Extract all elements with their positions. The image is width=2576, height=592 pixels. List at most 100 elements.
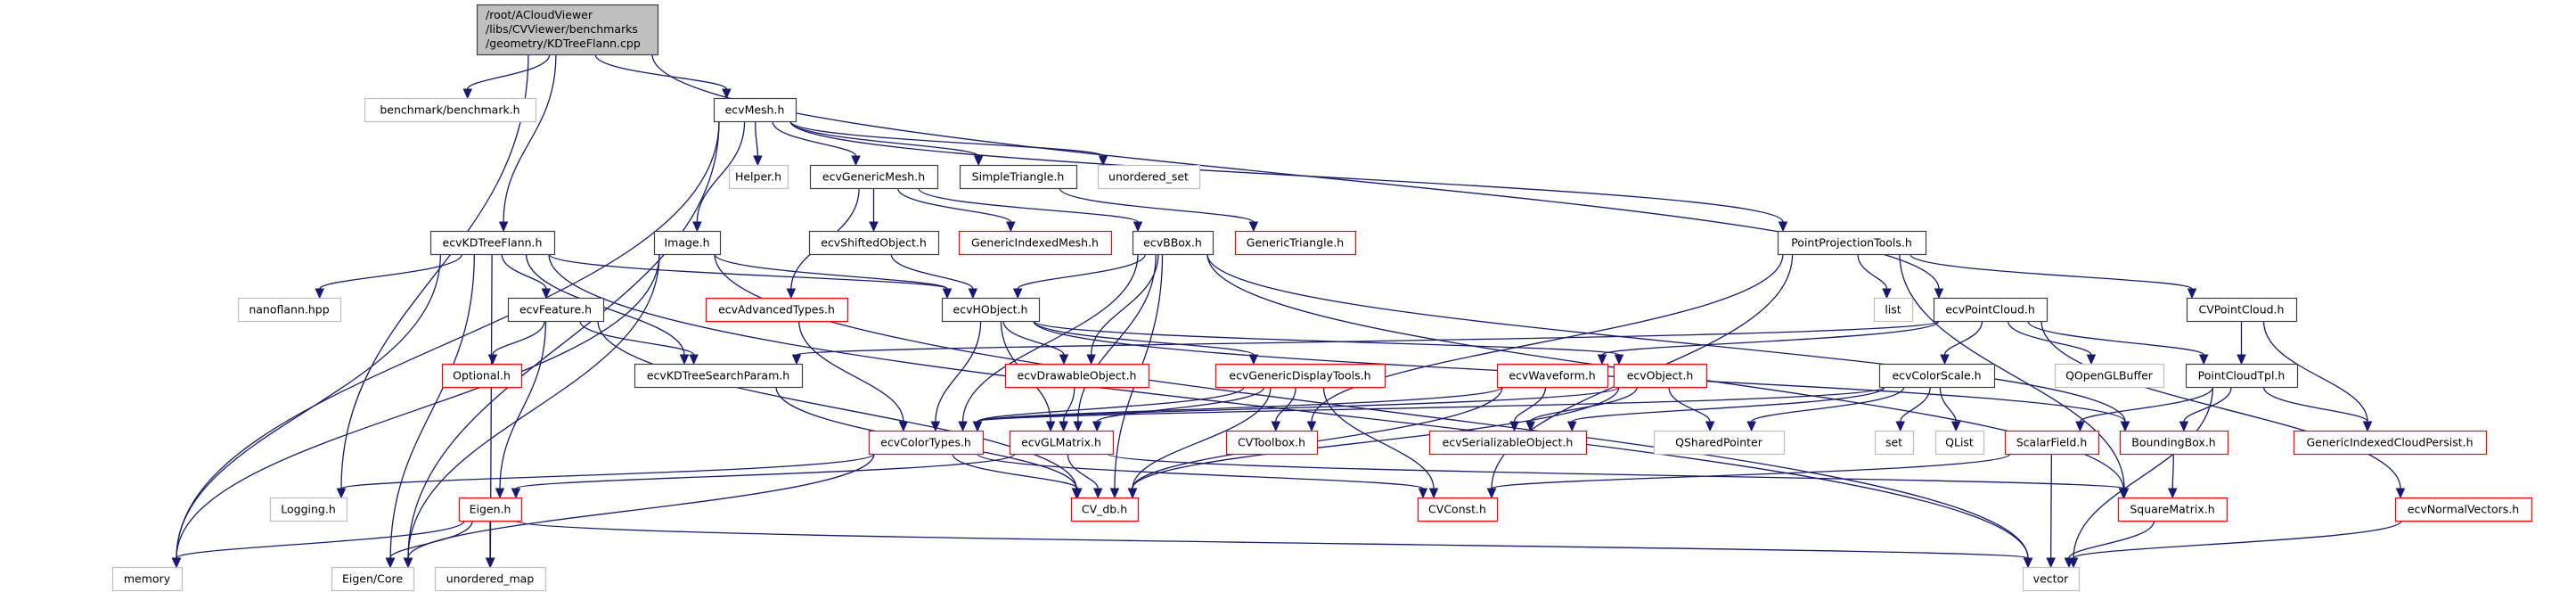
node-ecvKDTreeFlann[interactable]: ecvKDTreeFlann.h bbox=[429, 230, 556, 256]
node-ecvGenericMesh[interactable]: ecvGenericMesh.h bbox=[809, 164, 939, 190]
node-Optional[interactable]: Optional.h bbox=[441, 363, 523, 389]
edge-line bbox=[501, 253, 547, 290]
node-SquareMatrix[interactable]: SquareMatrix.h bbox=[2117, 497, 2228, 522]
node-box bbox=[634, 363, 804, 389]
arrowhead-icon bbox=[485, 557, 495, 569]
edge-ecvMesh-to-ecvGenericMesh bbox=[772, 120, 861, 167]
node-ecvSerializableObject[interactable]: ecvSerializableObject.h bbox=[1428, 430, 1588, 456]
edge-ecvGenericDisplayTools-to-ecvGLMatrix bbox=[1092, 386, 1265, 432]
arrowhead-icon bbox=[1098, 155, 1108, 167]
edge-line bbox=[1668, 386, 1711, 423]
arrowhead-icon bbox=[2198, 354, 2209, 366]
node-ecvObject[interactable]: ecvObject.h bbox=[1613, 363, 1708, 389]
node-CVPointCloud[interactable]: CVPointCloud.h bbox=[2186, 297, 2298, 323]
edge-ecvMesh-to-SimpleTriangle bbox=[789, 120, 984, 167]
edge-line bbox=[754, 120, 759, 157]
node-CVToolbox[interactable]: CVToolbox.h bbox=[1225, 430, 1319, 456]
node-box bbox=[237, 297, 342, 323]
edge-line bbox=[2040, 320, 2401, 489]
node-box bbox=[705, 297, 849, 323]
edge-ecvHObject-to-ecvObject bbox=[1033, 320, 1624, 366]
edge-root-to-ecvKDTreeFlann bbox=[498, 53, 557, 233]
edge-line bbox=[2262, 320, 2368, 423]
node-label: CV_db.h bbox=[1082, 503, 1127, 516]
edge-line bbox=[2050, 453, 2052, 559]
node-box bbox=[1613, 363, 1708, 389]
node-box bbox=[476, 4, 659, 56]
edge-line bbox=[2027, 320, 2204, 356]
node-ecvPointCloud[interactable]: ecvPointCloud.h bbox=[1933, 297, 2049, 323]
node-BoundingBox[interactable]: BoundingBox.h bbox=[2119, 430, 2229, 456]
edge-ecvWaveform-to-ecvSerializableObject bbox=[1509, 386, 1547, 432]
arrowhead-icon bbox=[1248, 221, 1259, 233]
arrowhead-icon bbox=[1778, 221, 1788, 233]
arrowhead-icon bbox=[2068, 557, 2079, 569]
edge-ecvFeature-to-ecvKDTreeSearchParam bbox=[579, 320, 699, 366]
edge-Eigen-to-unordered_map bbox=[485, 520, 495, 569]
edge-ecvPointCloud-to-ecvColorScale bbox=[1940, 320, 1983, 366]
node-CVConst[interactable]: CVConst.h bbox=[1417, 497, 1499, 522]
edge-ecvObject-to-QSharedPointer bbox=[1668, 386, 1715, 432]
edges-layer bbox=[171, 53, 2406, 569]
node-ecvDrawableObject[interactable]: ecvDrawableObject.h bbox=[1004, 363, 1150, 389]
edge-line bbox=[548, 253, 948, 290]
node-box bbox=[1097, 164, 1201, 190]
edge-BoundingBox-to-SquareMatrix bbox=[2167, 453, 2178, 499]
node-SimpleTriangle[interactable]: SimpleTriangle.h bbox=[959, 164, 1078, 190]
node-CV_db[interactable]: CV_db.h bbox=[1070, 497, 1140, 522]
node-root[interactable]: /root/ACloudViewer/libs/CVViewer/benchma… bbox=[476, 4, 659, 56]
node-label: ecvGenericMesh.h bbox=[822, 170, 925, 184]
edge-line bbox=[499, 320, 547, 489]
node-Image[interactable]: Image.h bbox=[653, 230, 722, 256]
node-ecvHObject[interactable]: ecvHObject.h bbox=[941, 297, 1041, 323]
node-Eigen[interactable]: Eigen.h bbox=[458, 497, 523, 522]
node-ecvFeature[interactable]: ecvFeature.h bbox=[507, 297, 605, 323]
node-GenericTriangle[interactable]: GenericTriangle.h bbox=[1234, 230, 1357, 256]
edge-line bbox=[977, 453, 1424, 489]
node-ecvGLMatrix[interactable]: ecvGLMatrix.h bbox=[1009, 430, 1115, 456]
arrowhead-icon bbox=[171, 557, 182, 569]
node-label: ecvGLMatrix.h bbox=[1021, 436, 1101, 449]
node-PointProjectionTools[interactable]: PointProjectionTools.h bbox=[1777, 230, 1927, 256]
arrowhead-icon bbox=[786, 288, 797, 300]
node-label: Eigen.h bbox=[470, 503, 511, 516]
node-ecvShiftedObject[interactable]: ecvShiftedObject.h bbox=[808, 230, 940, 256]
node-box bbox=[808, 230, 940, 256]
node-EigenCore: Eigen/Core bbox=[331, 566, 415, 592]
node-ecvBBox[interactable]: ecvBBox.h bbox=[1132, 230, 1214, 256]
node-ecvKDTreeSearchParam[interactable]: ecvKDTreeSearchParam.h bbox=[634, 363, 804, 389]
node-ecvMesh[interactable]: ecvMesh.h bbox=[713, 97, 797, 123]
edge-PointCloudTpl-to-GenericIndexedCloudPersist bbox=[2262, 386, 2373, 432]
edge-line bbox=[796, 320, 1940, 356]
arrowhead-icon bbox=[2395, 488, 2406, 499]
node-box bbox=[1417, 497, 1499, 522]
edge-line bbox=[2073, 520, 2402, 559]
edge-ecvPointCloud-to-PointCloudTpl bbox=[2027, 320, 2209, 366]
node-set: set bbox=[1874, 430, 1915, 456]
edge-ecvGLMatrix-to-Eigen bbox=[511, 453, 1016, 499]
arrowhead-icon bbox=[2120, 421, 2130, 432]
edge-line bbox=[176, 120, 720, 559]
edge-line bbox=[515, 520, 2029, 559]
edge-line bbox=[772, 120, 857, 157]
node-label: ecvShiftedObject.h bbox=[821, 236, 927, 250]
node-GenericIndexedCloudPersist[interactable]: GenericIndexedCloudPersist.h bbox=[2293, 430, 2488, 456]
node-ecvColorTypes[interactable]: ecvColorTypes.h bbox=[868, 430, 985, 456]
edge-line bbox=[1943, 320, 1983, 356]
node-GenericIndexedMesh[interactable]: GenericIndexedMesh.h bbox=[958, 230, 1113, 256]
node-ecvGenericDisplayTools[interactable]: ecvGenericDisplayTools.h bbox=[1214, 363, 1386, 389]
node-ecvNormalVectors[interactable]: ecvNormalVectors.h bbox=[2394, 497, 2533, 522]
node-ecvAdvancedTypes[interactable]: ecvAdvancedTypes.h bbox=[705, 297, 849, 323]
node-ecvWaveform[interactable]: ecvWaveform.h bbox=[1496, 363, 1609, 389]
node-ScalarField[interactable]: ScalarField.h bbox=[2004, 430, 2100, 456]
node-PointCloudTpl[interactable]: PointCloudTpl.h bbox=[2185, 363, 2299, 389]
arrowhead-icon bbox=[2086, 354, 2097, 366]
arrowhead-icon bbox=[498, 221, 509, 233]
node-label: QSharedPointer bbox=[1675, 436, 1763, 449]
node-label: /root/ACloudViewer bbox=[486, 8, 593, 21]
node-ecvColorScale[interactable]: ecvColorScale.h bbox=[1878, 363, 1996, 389]
edge-line bbox=[1513, 386, 1547, 423]
node-label: Eigen/Core bbox=[342, 572, 403, 586]
node-label: /geometry/KDTreeFlann.cpp bbox=[486, 37, 641, 50]
